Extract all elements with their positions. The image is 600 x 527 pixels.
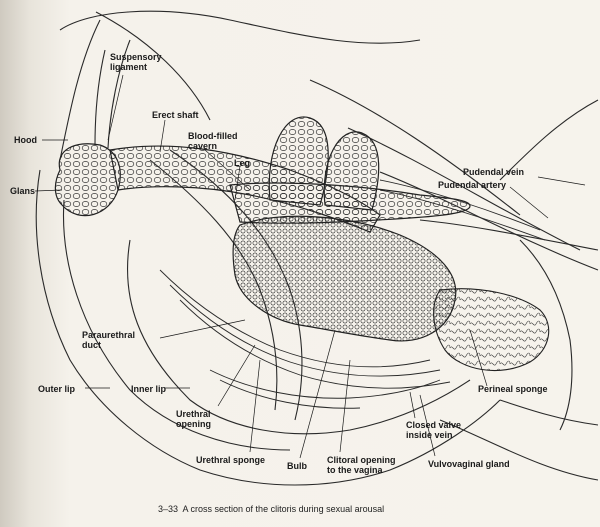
label-blood-filled-cavern: Blood-filled cavern: [188, 131, 238, 151]
label-suspensory-ligament: Suspensory ligament: [110, 52, 162, 72]
label-clitoral-opening: Clitoral opening to the vagina: [327, 455, 396, 475]
label-glans: Glans: [10, 186, 36, 196]
label-outer-lip: Outer lip: [38, 384, 76, 394]
perineal-sponge-shape: [433, 288, 550, 371]
vessel-lines: [159, 179, 546, 409]
label-pudendal-artery: Pudendal artery: [438, 180, 507, 190]
label-closed-valve: Closed valve inside vein: [406, 420, 462, 440]
label-perineal-sponge: Perineal sponge: [478, 384, 548, 394]
label-bulb: Bulb: [287, 461, 307, 471]
cavern-lobes: [268, 116, 380, 211]
label-erect-shaft: Erect shaft: [152, 110, 199, 120]
label-paraurethral-duct: Paraurethral duct: [82, 330, 136, 350]
leader-lines: [34, 74, 586, 459]
body-outlines: [35, 10, 599, 486]
label-urethral-opening: Urethral opening: [176, 409, 211, 429]
label-urethral-sponge: Urethral sponge: [196, 455, 266, 465]
label-pudendal-vein: Pudendal vein: [463, 167, 525, 177]
figure-caption: 3–33 A cross section of the clitoris dur…: [158, 504, 385, 514]
label-hood: Hood: [14, 135, 37, 145]
label-leg: Leg: [234, 158, 251, 168]
bulb-shape: [232, 215, 457, 342]
label-inner-lip: Inner lip: [131, 384, 167, 394]
label-vulvovaginal-gland: Vulvovaginal gland: [428, 459, 510, 469]
